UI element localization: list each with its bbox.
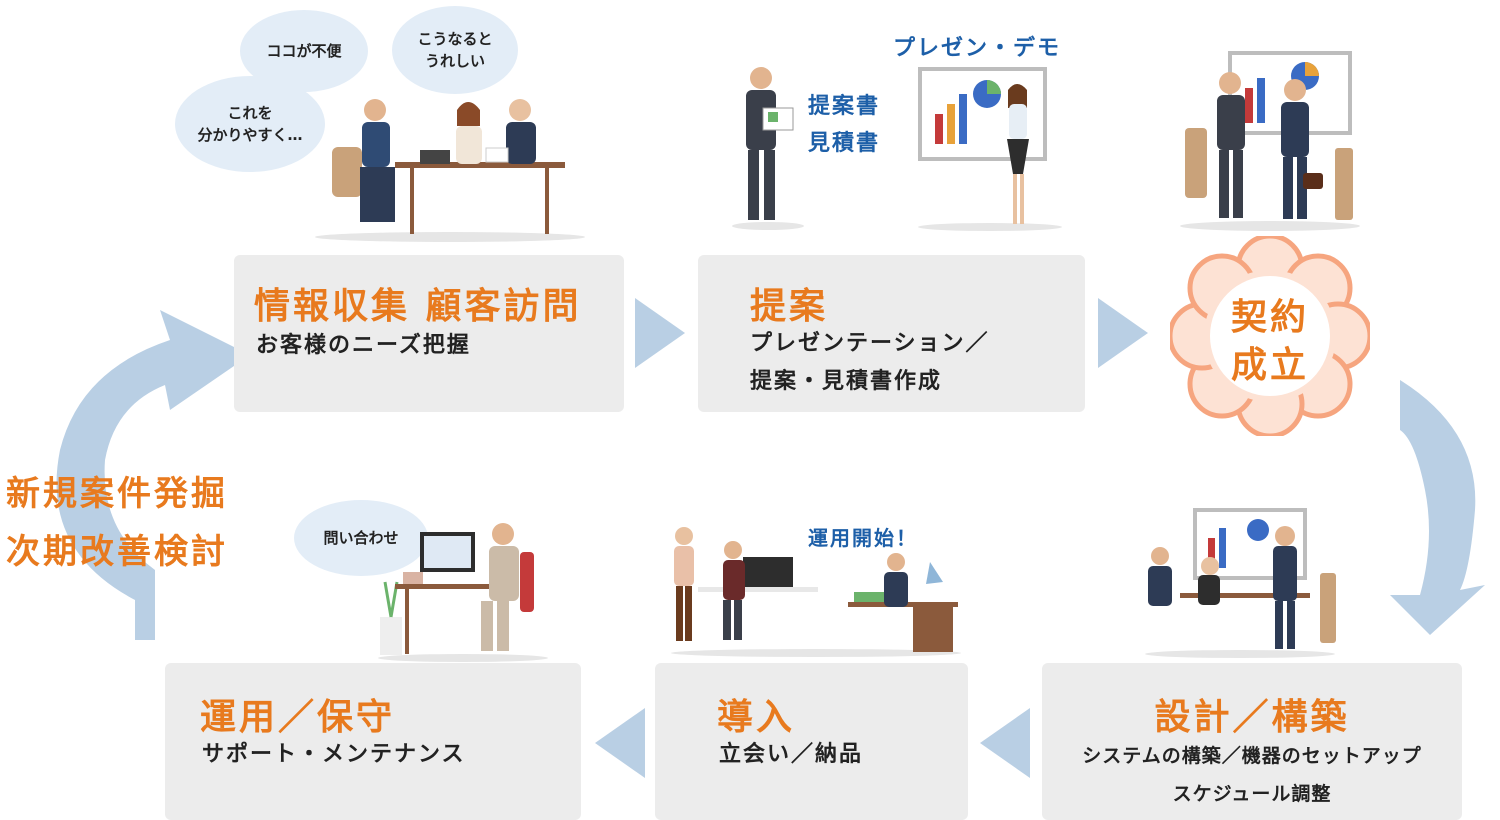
step-info-sub: お客様のニーズ把握 (256, 333, 471, 358)
label-demo: プレゼン・デモ (893, 36, 1062, 61)
cycle-arrow-left (56, 310, 250, 640)
step-design-box: 設計／構築 システムの構築／機器のセットアップ スケジュール調整 (1042, 663, 1462, 820)
step-intro-sub: 立会い／納品 (719, 742, 864, 767)
contract-flower (1170, 236, 1370, 436)
illustration-presenter-docs (732, 67, 804, 230)
step-proposal-box: 提案 プレゼンテーション／ 提案・見積書作成 (698, 255, 1085, 412)
step-intro-box: 導入 立会い／納品 (655, 663, 968, 820)
step-design-sub1: システムの構築／機器のセットアップ (1082, 745, 1422, 767)
step-ops-sub: サポート・メンテナンス (202, 742, 466, 767)
cycle-arrow-right (1390, 380, 1485, 635)
step-info-title: 情報収集 顧客訪問 (254, 286, 582, 327)
illustration-meeting (315, 99, 585, 242)
arrow-design-to-intro (980, 708, 1030, 778)
illustration-presentation-board (918, 67, 1062, 231)
arrow-info-to-proposal (635, 298, 685, 368)
label-start: 運用開始！ (808, 526, 918, 550)
bubble-inquiry: 問い合わせ (294, 500, 428, 576)
bubble-happy: こうなると うれしい (392, 6, 518, 94)
step-proposal-title: 提案 (750, 286, 829, 327)
bubble-easy: これを 分かりやすく… (175, 76, 325, 172)
bubble-happy-line2: うれしい (424, 52, 485, 70)
bubble-easy-line2: 分かりやすく… (197, 126, 303, 144)
contract-label-2: 成立 (1230, 345, 1309, 386)
step-proposal-sub1: プレゼンテーション／ (750, 331, 990, 356)
illustration-office-intro (671, 527, 961, 657)
label-doc1: 提案書 (808, 94, 881, 119)
contract-label-1: 契約 (1230, 297, 1309, 338)
step-design-title: 設計／構築 (1154, 697, 1350, 738)
step-ops-title: 運用／保守 (200, 697, 396, 738)
label-doc2: 見積書 (808, 131, 881, 156)
step-ops-box: 運用／保守 サポート・メンテナンス (165, 663, 581, 820)
step-proposal-sub2: 提案・見積書作成 (750, 369, 943, 394)
arrow-intro-to-ops (595, 708, 645, 778)
bubble-inquiry-text: 問い合わせ (323, 529, 399, 547)
illustration-support-desk (378, 523, 548, 662)
arrow-proposal-to-contract (1098, 298, 1148, 368)
bubble-inconvenient-text: ココが不便 (266, 42, 342, 60)
bubble-happy-line1: こうなると (417, 30, 493, 48)
step-intro-title: 導入 (717, 697, 796, 738)
side-text-line2: 次期改善検討 (6, 532, 228, 572)
side-text-line1: 新規案件発掘 (6, 474, 228, 514)
illustration-handshake (1180, 51, 1360, 231)
step-design-sub2: スケジュール調整 (1172, 783, 1332, 805)
bubble-easy-line1: これを (227, 104, 273, 122)
step-info-box: 情報収集 顧客訪問 お客様のニーズ把握 (234, 255, 624, 412)
illustration-design-meeting (1145, 508, 1336, 658)
